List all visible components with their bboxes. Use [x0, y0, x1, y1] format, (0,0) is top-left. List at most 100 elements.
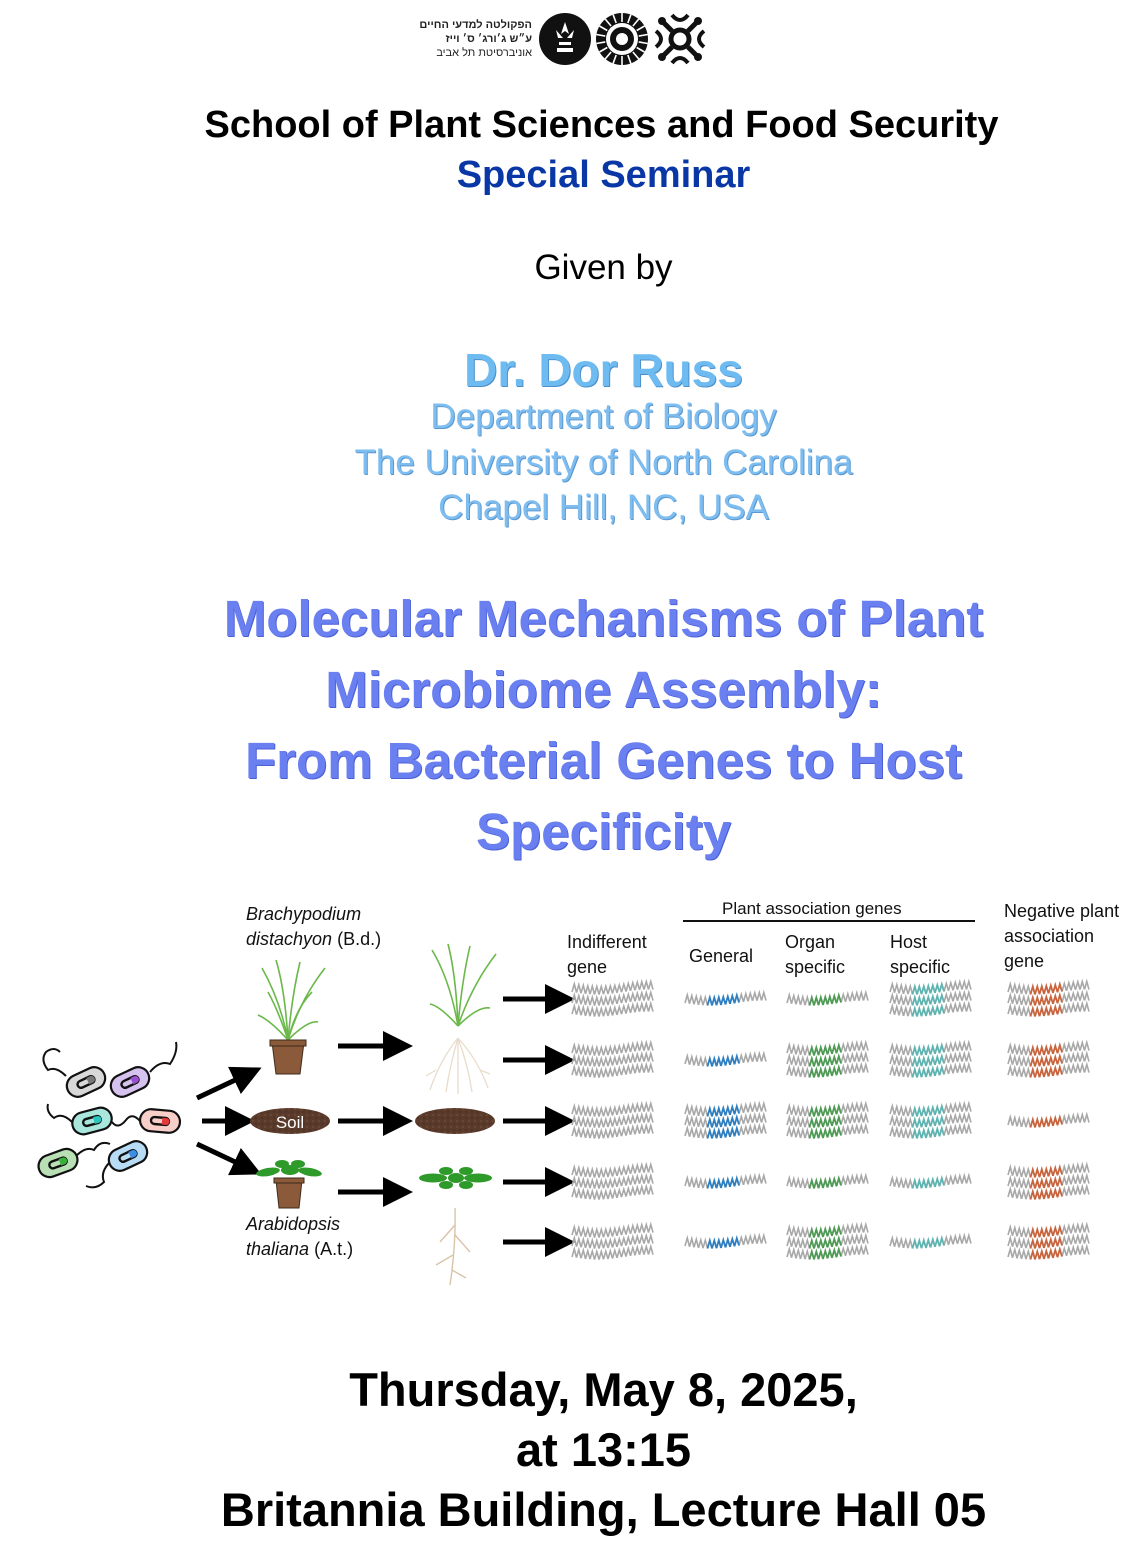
gene-helix-icon [1007, 1050, 1090, 1067]
gene-helix-highlight [706, 1175, 740, 1189]
gene-cell-host [889, 1039, 972, 1078]
speaker-university: The University of North Carolina [354, 443, 853, 482]
gene-helix-icon [889, 989, 972, 1006]
gene-cell-general [684, 989, 767, 1006]
at-plant-label: Arabidopsis thaliana (A.t.) [246, 1212, 353, 1262]
gene-cell-host [889, 1232, 972, 1249]
tel-aviv-university-emblem-icon [539, 13, 591, 65]
gene-helix-highlight [808, 1103, 842, 1117]
gene-helix-icon [1007, 1039, 1090, 1056]
venue-line: Britannia Building, Lecture Hall 05 [220, 1483, 987, 1536]
gene-helix-icon [889, 1061, 972, 1078]
soil-inoculum-icon: Soil [250, 1108, 330, 1134]
gene-helix-icon [684, 1172, 767, 1189]
gene-helix-highlight [808, 1224, 842, 1238]
gene-helix-icon [786, 1122, 869, 1139]
gene-helix-icon [786, 989, 869, 1006]
gene-cell-negative [1007, 1039, 1090, 1078]
gene-helix-highlight [911, 1235, 945, 1249]
gene-helix-icon [571, 1039, 654, 1056]
talk-title: Molecular Mechanisms of Plant Microbiome… [30, 583, 1147, 867]
gene-helix-icon [889, 1000, 972, 1017]
gene-helix-icon [889, 1232, 972, 1249]
gene-helix-highlight [808, 1235, 842, 1249]
gene-cell-general [684, 1232, 767, 1249]
gene-cell-organ [786, 989, 869, 1006]
speaker-name: Dr. Dor Russ [464, 344, 743, 396]
gene-helix-icon [684, 1050, 767, 1067]
gene-helix-highlight [911, 1114, 945, 1128]
flagellum-icon [75, 1141, 111, 1157]
column-header-line: Host [890, 932, 928, 952]
at-shoot-icon [419, 1167, 492, 1189]
gene-helix-highlight [706, 1103, 740, 1117]
column-header-negative: Negative plant association gene [1004, 899, 1119, 974]
gene-helix-icon [786, 1243, 869, 1260]
gene-cell-indifferent [571, 978, 654, 1017]
gene-helix-icon [1007, 1172, 1090, 1189]
gene-helix-highlight [706, 1053, 740, 1067]
talk-title-line: Microbiome Assembly: [325, 661, 882, 718]
gene-helix-icon [1007, 989, 1090, 1006]
gene-cell-negative [1007, 1221, 1090, 1260]
gene-helix-icon [786, 1111, 869, 1128]
bd-plant-label: Brachypodium distachyon (B.d.) [246, 902, 381, 952]
gene-helix-highlight [911, 992, 945, 1006]
column-header-line: Negative plant [1004, 901, 1120, 921]
gene-helix-highlight [808, 992, 842, 1006]
at-species: thaliana [246, 1239, 310, 1259]
gene-cell-host [889, 978, 972, 1017]
flagellum-icon [85, 1161, 111, 1189]
gene-helix-icon [786, 1061, 869, 1078]
bd-genus: Brachypodium [246, 904, 362, 924]
gene-row [571, 1221, 1090, 1260]
university-logos [539, 13, 706, 65]
sunburst-emblem-icon [596, 13, 648, 65]
gene-matrix [571, 978, 1090, 1260]
gene-helix-icon [1007, 1111, 1090, 1128]
column-header-line: gene [1004, 951, 1045, 971]
gene-helix-icon [571, 1122, 654, 1139]
column-header-line: specific [785, 957, 846, 977]
gene-helix-icon [684, 1232, 767, 1249]
gene-helix-icon [1007, 1061, 1090, 1078]
gene-helix-icon [889, 1100, 972, 1117]
figure-graphics: Soil [37, 943, 1090, 1286]
gene-cell-indifferent [571, 1221, 654, 1260]
gene-helix-highlight [911, 1003, 945, 1017]
gene-helix-highlight [911, 1125, 945, 1139]
gene-helix-icon [1007, 1232, 1090, 1249]
gene-helix-icon [889, 978, 972, 995]
faculty-line-2: ע״ש ג׳ורג׳ ס׳ וייז [445, 33, 532, 45]
gene-helix-icon [1007, 1000, 1090, 1017]
bd-potted-plant-icon [257, 959, 326, 1075]
gene-cell-general [684, 1050, 767, 1067]
gene-helix-highlight [1029, 1175, 1063, 1189]
at-potted-plant-icon [256, 1160, 322, 1209]
gene-helix-icon [571, 1183, 654, 1200]
speaker-department: Department of Biology [430, 397, 777, 436]
gene-helix-icon [571, 1000, 654, 1017]
gene-helix-icon [889, 1039, 972, 1056]
gene-helix-icon [1007, 978, 1090, 995]
gene-helix-highlight [1029, 992, 1063, 1006]
column-header-host: Host specific [890, 930, 950, 980]
bd-root-icon [425, 1037, 491, 1094]
gene-helix-highlight [808, 1175, 842, 1189]
column-header-line: association [1004, 926, 1095, 946]
gene-helix-icon [571, 1050, 654, 1067]
gene-helix-highlight [911, 981, 945, 995]
gene-helix-highlight [1029, 1235, 1063, 1249]
gene-helix-icon [684, 1122, 767, 1139]
gene-helix-icon [1007, 1161, 1090, 1178]
arrow-to-at-icon [195, 1141, 262, 1176]
gene-cell-indifferent [571, 1039, 654, 1078]
flagellum-icon [149, 1041, 178, 1073]
bacterium-icon [65, 1066, 107, 1098]
gene-helix-highlight [1029, 1003, 1063, 1017]
talk-title-line: From Bacterial Genes to Host [244, 732, 962, 789]
bacterium-icon [109, 1066, 151, 1098]
gene-helix-highlight [808, 1114, 842, 1128]
talk-title-line: Molecular Mechanisms of Plant [223, 590, 984, 647]
gene-helix-highlight [911, 1053, 945, 1067]
